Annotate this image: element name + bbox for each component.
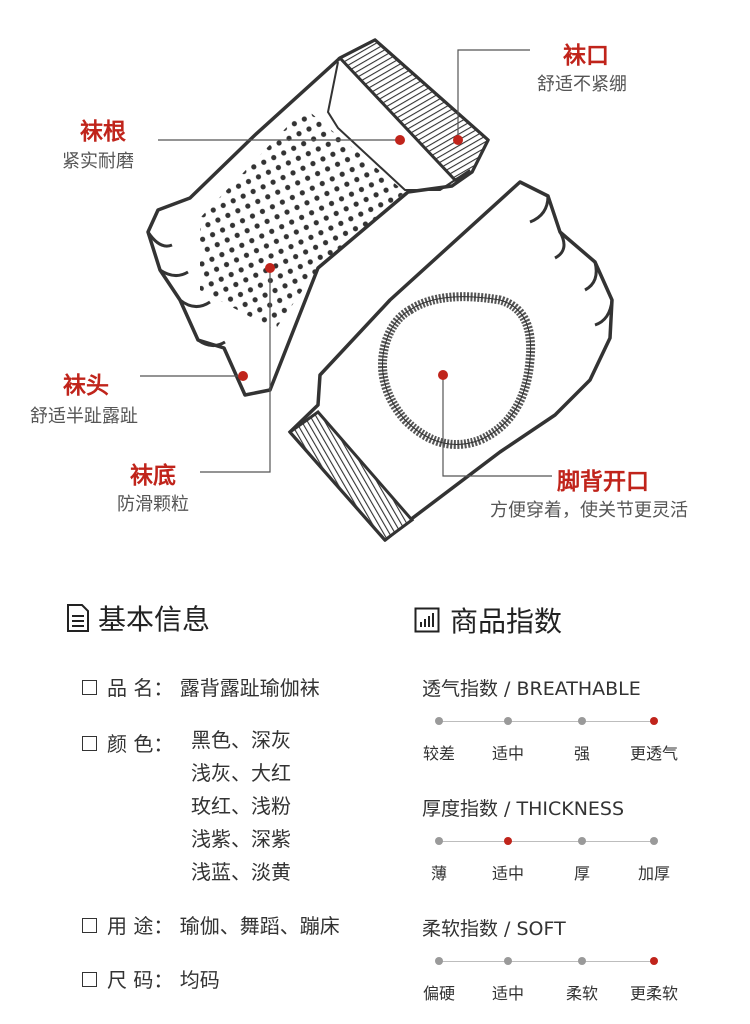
info-value: 浅紫、深紫 (191, 827, 291, 851)
scale-dot (435, 837, 443, 845)
heel-desc: 紧实耐磨 (62, 151, 134, 172)
sole-dots (200, 108, 405, 330)
info-label: 用 途： (107, 914, 174, 938)
scale-tick-label: 加厚 (637, 864, 670, 883)
heel-title: 袜根 (80, 119, 126, 145)
product-index-header: 商品指数 (414, 600, 562, 640)
info-value: 露背露趾瑜伽袜 (179, 676, 320, 700)
cuff-title: 袜口 (563, 43, 609, 69)
info-label: 颜 色： (107, 732, 174, 756)
scale-dot (504, 717, 512, 725)
scale-dot (435, 717, 443, 725)
checkbox-icon (82, 680, 97, 695)
info-row-size: 尺 码： 均码 (82, 964, 220, 993)
info-label: 品 名： (107, 676, 174, 700)
left-cuff (337, 38, 490, 182)
scale-title: 透气指数 / BREATHABLE (422, 678, 641, 700)
scale-tick-label: 适中 (491, 984, 524, 1003)
scale-tick-label: 更透气 (629, 744, 678, 763)
right-cuff (287, 409, 415, 543)
scale-title: 厚度指数 / THICKNESS (422, 798, 625, 820)
scale-dot (578, 957, 586, 965)
info-label: 尺 码： (107, 968, 174, 992)
info-value: 瑜伽、舞蹈、蹦床 (179, 914, 340, 938)
info-row-name: 品 名： 露背露趾瑜伽袜 (82, 672, 320, 701)
scale-dot-selected (650, 717, 658, 725)
scale-tick-label: 厚 (573, 864, 590, 883)
scale-dot (504, 957, 512, 965)
info-value: 浅蓝、淡黄 (191, 860, 291, 884)
scale-track (439, 721, 654, 722)
document-icon (67, 604, 89, 632)
scale-track (439, 841, 654, 842)
instep-opening (378, 292, 536, 449)
info-row-usage: 用 途： 瑜伽、舞蹈、蹦床 (82, 910, 340, 939)
checkbox-icon (82, 736, 97, 751)
scale-dot-selected (650, 957, 658, 965)
scale-tick-label: 更柔软 (629, 984, 678, 1003)
toe-title: 袜头 (63, 373, 109, 399)
sole-title: 袜底 (130, 463, 176, 489)
color-values: 黑色、深灰 浅灰、大红 玫红、浅粉 浅紫、深紫 浅蓝、淡黄 (191, 724, 291, 889)
instep-title: 脚背开口 (557, 469, 649, 495)
instep-desc: 方便穿着，使关节更灵活 (490, 500, 688, 521)
scale-tick-label: 偏硬 (422, 984, 455, 1003)
info-value: 玫红、浅粉 (191, 794, 291, 818)
scale-dot (578, 837, 586, 845)
checkbox-icon (82, 918, 97, 933)
basic-info-header: 基本信息 (66, 598, 210, 638)
scale-tick-label: 适中 (491, 744, 524, 763)
sole-desc: 防滑颗粒 (117, 494, 189, 515)
cuff-desc: 舒适不紧绷 (537, 74, 627, 95)
scale-title: 柔软指数 / SOFT (422, 918, 566, 940)
scale-tick-label: 薄 (430, 864, 447, 883)
info-value: 浅灰、大红 (191, 761, 291, 785)
scale-dot (435, 957, 443, 965)
bar-chart-icon (414, 607, 440, 633)
scale-dot (650, 837, 658, 845)
scale-tick-label: 强 (573, 744, 590, 763)
scale-tick-label: 较差 (422, 744, 455, 763)
info-value: 黑色、深灰 (191, 728, 291, 752)
scale-track (439, 961, 654, 962)
checkbox-icon (82, 972, 97, 987)
product-index-title: 商品指数 (450, 605, 563, 638)
toe-desc: 舒适半趾露趾 (30, 406, 138, 427)
scale-tick-label: 柔软 (565, 984, 598, 1003)
info-value: 均码 (179, 968, 220, 992)
scale-dot (578, 717, 586, 725)
scale-tick-label: 适中 (491, 864, 524, 883)
scale-dot-selected (504, 837, 512, 845)
socks-illustration (140, 38, 614, 543)
basic-info-title: 基本信息 (98, 603, 211, 636)
info-row-color: 颜 色： (82, 728, 173, 757)
